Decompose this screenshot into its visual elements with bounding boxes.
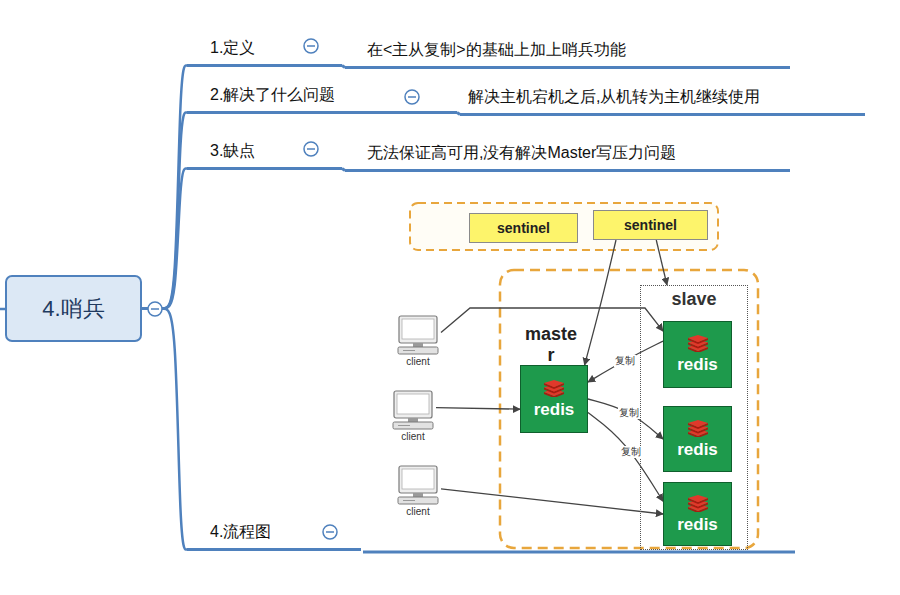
redis-logo	[687, 334, 709, 352]
collapse-icon	[304, 39, 318, 53]
redis-box: redis	[663, 406, 732, 472]
redis-logo	[543, 379, 565, 397]
flow-arrow	[588, 399, 663, 439]
node-label: 2.解决了什么问题	[210, 85, 335, 106]
edge-label: 复制	[614, 355, 636, 367]
edge-label: 复制	[618, 407, 640, 419]
node-label: 在<主从复制>的基础上加上哨兵功能	[367, 40, 626, 61]
redis-box: redis	[663, 482, 732, 546]
node-label: 4.哨兵	[42, 294, 104, 324]
node-label: slave	[641, 289, 747, 310]
node-label: sentinel	[624, 217, 677, 233]
sentinel-box: sentinel	[593, 210, 708, 240]
slave-group: slave redis redis redis	[640, 285, 748, 550]
client-computer: client	[395, 314, 441, 376]
node-label: 3.缺点	[210, 141, 255, 162]
sentinel-box: sentinel	[469, 213, 578, 243]
client-computer: client	[395, 464, 441, 526]
redis-logo	[687, 494, 709, 512]
flow-arrow	[588, 413, 663, 502]
root-topic: 4.哨兵	[5, 275, 142, 342]
node-label: 无法保证高可用,没有解决Master写压力问题	[367, 143, 676, 164]
branch-line	[142, 66, 187, 309]
flow-arrow	[441, 489, 663, 514]
detail-topic: 无法保证高可用,没有解决Master写压力问题	[345, 138, 790, 172]
branch-topic: 2.解决了什么问题	[187, 80, 457, 114]
node-label: client	[406, 506, 429, 517]
group-heading: maste r	[523, 324, 579, 366]
branch-line	[142, 113, 187, 309]
collapse-icon	[323, 525, 337, 539]
flow-arrow	[656, 240, 667, 285]
node-label: client	[401, 431, 424, 442]
node-label: 解决主机宕机之后,从机转为主机继续使用	[468, 87, 760, 108]
branch-topic: 3.缺点	[187, 136, 342, 170]
flow-arrow	[585, 240, 616, 365]
computer-icon	[390, 389, 436, 431]
branch-line	[142, 309, 187, 550]
computer-icon	[395, 314, 441, 356]
collapse-icon	[148, 302, 162, 316]
branch-topic: 4.流程图	[187, 517, 361, 551]
node-label: redis	[677, 355, 718, 375]
node-label: 1.定义	[210, 38, 255, 59]
computer-icon	[395, 464, 441, 506]
collapse-icon	[304, 142, 318, 156]
branch-line	[142, 169, 187, 309]
node-label: 4.流程图	[210, 522, 271, 543]
redis-logo	[687, 419, 709, 437]
collapse-icon	[405, 90, 419, 104]
cluster-region	[500, 270, 758, 548]
flow-arrow	[436, 408, 520, 410]
node-label: sentinel	[497, 220, 550, 236]
node-label: redis	[677, 515, 718, 535]
sentinel-region	[410, 203, 718, 250]
detail-topic: 解决主机宕机之后,从机转为主机继续使用	[460, 82, 865, 116]
flow-arrow	[588, 341, 663, 382]
client-computer: client	[390, 389, 436, 451]
edge-label: 复制	[620, 446, 642, 458]
node-label: redis	[677, 440, 718, 460]
redis-box: redis	[663, 321, 732, 388]
topic-underline	[363, 551, 795, 554]
master-redis-box: maste rredis	[520, 365, 588, 433]
detail-topic: 在<主从复制>的基础上加上哨兵功能	[345, 35, 790, 69]
branch-topic: 1.定义	[187, 33, 342, 67]
node-label: redis	[534, 400, 575, 420]
node-label: client	[406, 356, 429, 367]
